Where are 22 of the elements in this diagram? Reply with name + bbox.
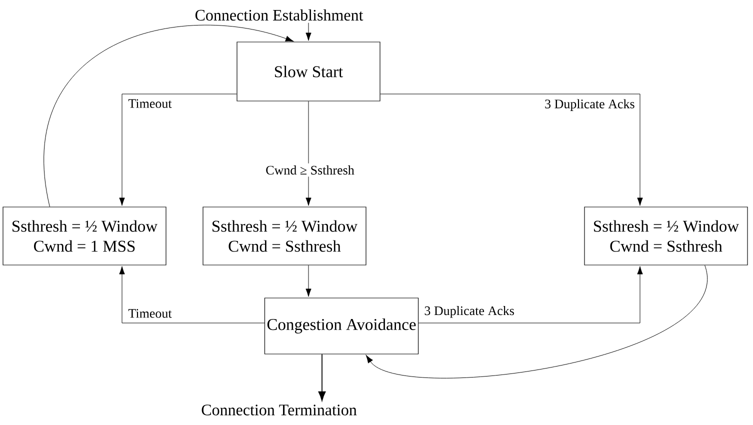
arrow bbox=[418, 266, 643, 324]
arrow bbox=[366, 265, 706, 378]
arrow bbox=[306, 101, 312, 206]
arrow bbox=[306, 265, 312, 297]
arrow bbox=[44, 24, 294, 207]
heading-text: Connection Termination bbox=[202, 404, 357, 416]
state-box: Ssthresh = ½ Window Cwnd = Ssthresh bbox=[202, 206, 366, 266]
arrow bbox=[318, 354, 326, 401]
state-box: Ssthresh = ½ Window Cwnd = 1 MSS bbox=[2, 206, 166, 266]
arrow bbox=[380, 94, 643, 206]
edge-label: 3 Duplicate Acks bbox=[545, 99, 634, 111]
state-box: Congestion Avoidance bbox=[264, 298, 419, 354]
arrow bbox=[306, 22, 312, 41]
edge-label: Timeout bbox=[128, 99, 172, 108]
arrow bbox=[119, 266, 265, 324]
state-box: Ssthresh = ½ Window Cwnd = Ssthresh bbox=[584, 206, 748, 266]
arrow bbox=[119, 94, 237, 206]
state-box: Slow Start bbox=[236, 42, 380, 102]
edge-label: Cwnd ≥ Ssthresh bbox=[264, 163, 356, 177]
edge-label: 3 Duplicate Acks bbox=[424, 306, 514, 318]
heading-text: Connection Establishment bbox=[195, 9, 364, 21]
edge-label: Timeout bbox=[128, 309, 172, 318]
